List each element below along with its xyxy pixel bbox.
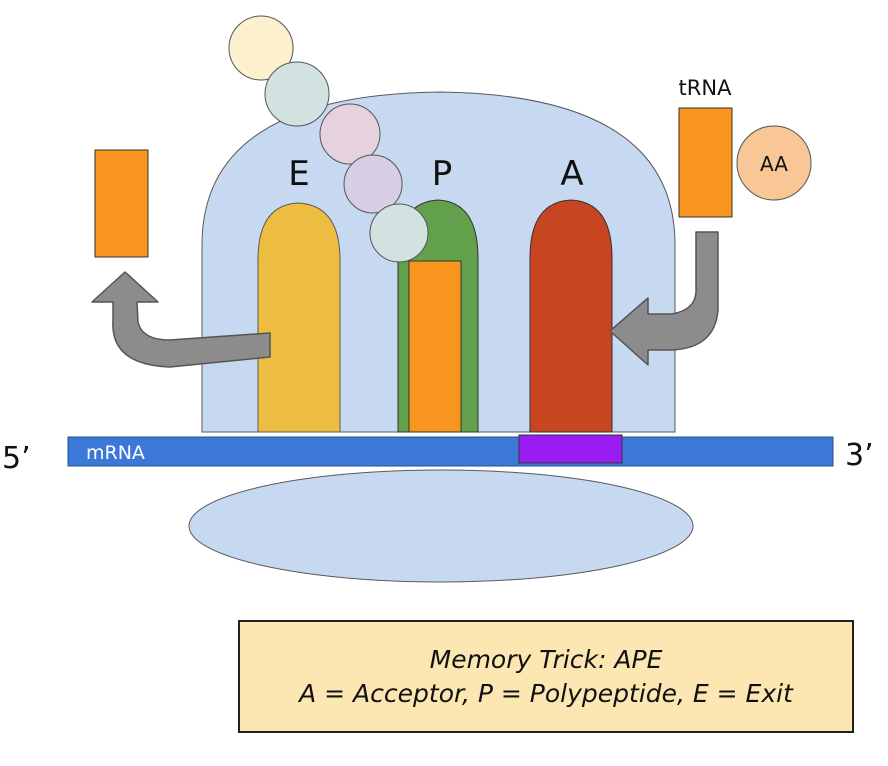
e-site (257, 202, 341, 433)
polypeptide-bead (228, 15, 294, 81)
entry-arrow (609, 231, 719, 366)
exiting-trna (94, 149, 149, 258)
a-site (529, 199, 613, 433)
small-ribosomal-subunit (188, 469, 694, 583)
a-site-label: A (560, 154, 583, 194)
memory-trick-box: Memory Trick: APE A = Acceptor, P = Poly… (238, 620, 854, 733)
amino-acid-label: AA (760, 152, 788, 176)
polypeptide-bead (264, 61, 330, 127)
amino-acid (736, 125, 812, 201)
polypeptide-bead (343, 154, 403, 214)
incoming-trna (678, 107, 733, 218)
trna-label: tRNA (679, 76, 733, 100)
mrna-label: mRNA (86, 442, 145, 464)
polypeptide-bead (369, 203, 429, 263)
trna-in-p-site (408, 260, 462, 433)
e-site-label: E (288, 154, 309, 194)
memory-trick-expansion: A = Acceptor, P = Polypeptide, E = Exit (299, 678, 793, 708)
three-prime-label: 3’ (845, 438, 874, 473)
exit-arrow (91, 271, 271, 368)
p-site-label: P (432, 154, 453, 194)
memory-trick-title: Memory Trick: APE (429, 644, 663, 674)
mrna-strand (67, 436, 834, 467)
a-site-codon (518, 434, 623, 464)
polypeptide-bead (319, 103, 381, 165)
five-prime-label: 5’ (2, 441, 31, 476)
